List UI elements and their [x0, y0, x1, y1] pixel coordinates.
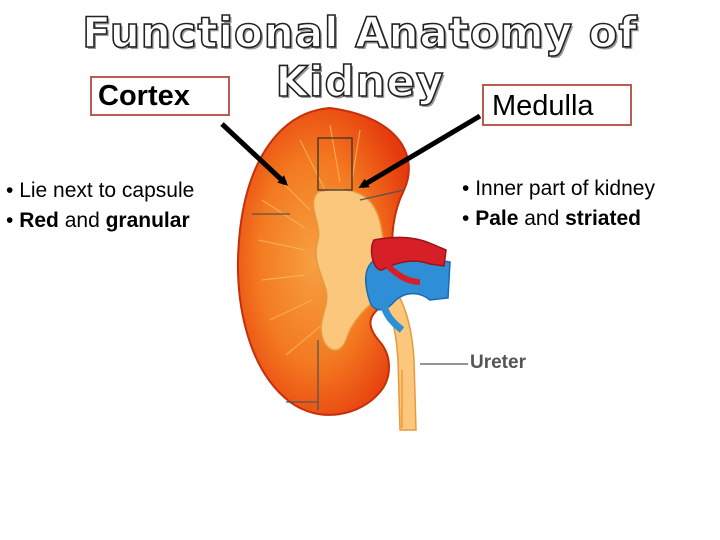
- renal-pelvis: [312, 188, 393, 351]
- medulla-label: Medulla: [492, 90, 594, 122]
- slide-title: Functional Anatomy of Kidney: [81, 7, 638, 107]
- leader-lines: [252, 137, 468, 410]
- cortex-label-box: Cortex: [90, 76, 230, 116]
- medulla-bullet-1: • Inner part of kidney: [462, 177, 655, 200]
- medullary-pyramids: [257, 124, 361, 356]
- medulla-bullet-2: • Pale and striated: [462, 207, 641, 230]
- medulla-pointer-arrow: [358, 113, 482, 189]
- medulla-bullet-list: • Inner part of kidney • Pale and striat…: [462, 174, 655, 234]
- ureter-label: Ureter: [470, 352, 526, 373]
- cortex-bullet-list: • Lie next to capsule • Red and granular: [6, 176, 194, 236]
- cortex-label: Cortex: [98, 80, 190, 112]
- cortex-bullet-2: • Red and granular: [6, 209, 190, 232]
- renal-artery: [370, 236, 447, 271]
- medulla-label-box: Medulla: [482, 84, 632, 126]
- cortex-bullet-1: • Lie next to capsule: [6, 179, 195, 202]
- cortex-pointer-arrow: [220, 122, 288, 186]
